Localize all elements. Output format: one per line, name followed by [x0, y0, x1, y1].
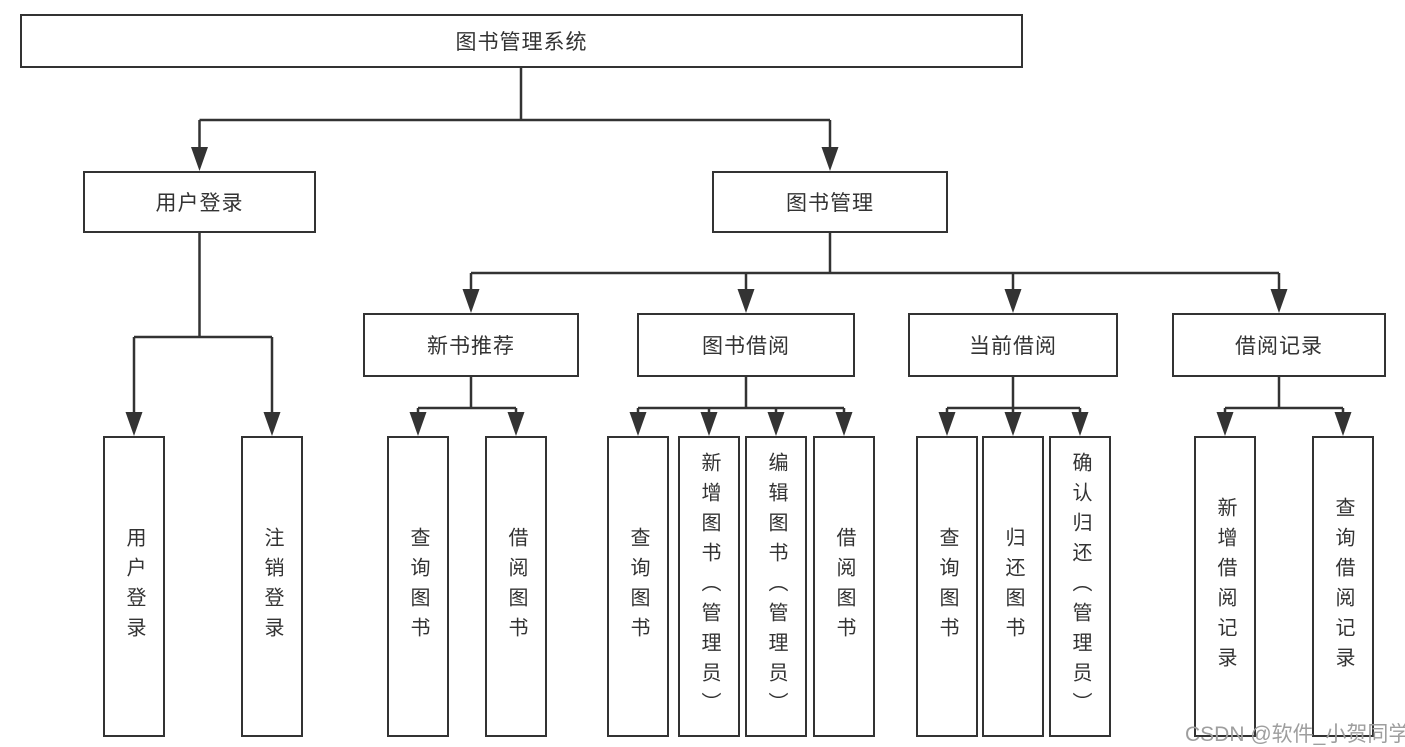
node-new-book-recommend: 新书推荐	[363, 313, 579, 377]
node-label: 借阅图书	[505, 526, 527, 647]
node-label: 用户登录	[123, 526, 145, 647]
node-label: 查询图书	[936, 526, 958, 647]
node-label: 编辑图书（管理员）	[765, 451, 787, 722]
leaf-borrow-books-recommend: 借阅图书	[485, 436, 547, 737]
node-borrow-records: 借阅记录	[1172, 313, 1386, 377]
node-label: 用户登录	[155, 192, 244, 215]
leaf-add-books-admin: 新增图书（管理员）	[678, 436, 740, 737]
node-label: 新书推荐	[427, 335, 515, 358]
leaf-borrow-books: 借阅图书	[813, 436, 875, 737]
leaf-edit-books-admin: 编辑图书（管理员）	[745, 436, 807, 737]
node-label: 新增图书（管理员）	[698, 451, 720, 722]
node-label: 借阅记录	[1235, 335, 1323, 358]
node-label: 图书管理系统	[455, 31, 588, 54]
leaf-query-books-current: 查询图书	[916, 436, 978, 737]
node-root-system: 图书管理系统	[20, 14, 1023, 68]
node-label: 查询图书	[627, 526, 649, 647]
node-label: 注销登录	[261, 526, 283, 647]
leaf-logout: 注销登录	[241, 436, 303, 737]
node-current-borrow: 当前借阅	[908, 313, 1118, 377]
node-user-login: 用户登录	[83, 171, 316, 233]
node-label: 图书借阅	[702, 335, 790, 358]
node-label: 当前借阅	[969, 335, 1057, 358]
leaf-return-books: 归还图书	[982, 436, 1044, 737]
node-label: 借阅图书	[833, 526, 855, 647]
node-book-borrow: 图书借阅	[637, 313, 855, 377]
leaf-add-borrow-record: 新增借阅记录	[1194, 436, 1256, 737]
node-book-management: 图书管理	[712, 171, 948, 233]
leaf-user-login: 用户登录	[103, 436, 165, 737]
watermark: CSDN @软件_小贺同学	[1185, 723, 1405, 746]
node-label: 图书管理	[786, 192, 874, 215]
node-label: 确认归还（管理员）	[1069, 451, 1091, 722]
node-label: 查询借阅记录	[1332, 496, 1354, 677]
node-label: 归还图书	[1002, 526, 1024, 647]
node-label: 新增借阅记录	[1214, 496, 1236, 677]
leaf-query-books-recommend: 查询图书	[387, 436, 449, 737]
node-label: 查询图书	[407, 526, 429, 647]
leaf-query-borrow-record: 查询借阅记录	[1312, 436, 1374, 737]
leaf-query-books-borrow: 查询图书	[607, 436, 669, 737]
leaf-confirm-return-admin: 确认归还（管理员）	[1049, 436, 1111, 737]
